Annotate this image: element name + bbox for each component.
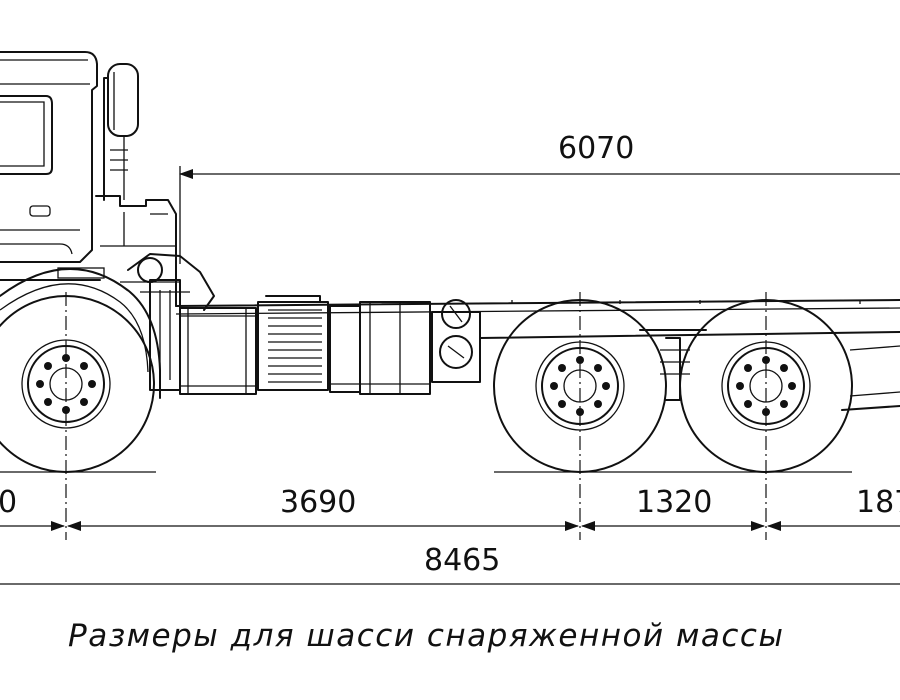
bogie-spacing-label: 1320 xyxy=(636,485,712,520)
cab xyxy=(0,51,105,281)
front-fender xyxy=(0,267,161,399)
frame-length-label: 6070 xyxy=(558,131,634,166)
valves xyxy=(439,299,473,369)
cab-rear xyxy=(95,195,177,251)
overall-length-label: 8465 xyxy=(424,543,500,578)
air-filter xyxy=(179,307,257,395)
coil-assembly xyxy=(257,295,329,391)
caption: Размеры для шасси снаряженной массы xyxy=(68,618,785,654)
fuel-tank xyxy=(329,301,481,395)
frame-rail xyxy=(175,299,900,411)
side-mirror xyxy=(103,63,139,201)
engine-area xyxy=(120,249,215,391)
front-overhang-label: 0 xyxy=(0,485,17,520)
wheelbase-label: 3690 xyxy=(280,485,356,520)
rear-overhang-label: 187 xyxy=(856,485,900,520)
front-wheel xyxy=(0,295,155,473)
rear-suspension xyxy=(639,329,707,401)
